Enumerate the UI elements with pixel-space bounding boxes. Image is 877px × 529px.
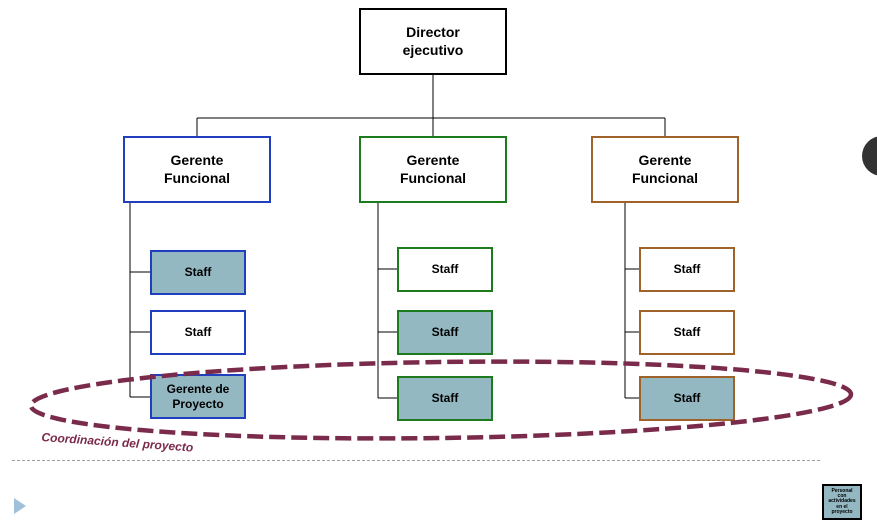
staff-label: Staff — [431, 325, 459, 339]
staff-box: Staff — [397, 247, 493, 292]
coordination-ellipse-shape — [28, 359, 854, 441]
slide-marker-circle — [862, 136, 877, 176]
manager-label: Gerente Funcional — [399, 152, 467, 186]
footer-divider — [12, 460, 820, 461]
manager-label: Gerente Funcional — [631, 152, 699, 186]
staff-box: Staff — [150, 310, 246, 355]
project-manager-box: Gerente de Proyecto — [150, 374, 246, 419]
director-box: Director ejecutivo — [359, 8, 507, 75]
legend-label: Personal con actividades en el proyecto — [828, 487, 856, 515]
manager-box-1: Gerente Funcional — [123, 136, 271, 203]
staff-label: Staff — [184, 265, 212, 279]
staff-box: Staff — [639, 247, 735, 292]
legend-box: Personal con actividades en el proyecto — [822, 484, 862, 520]
staff-box: Staff — [397, 310, 493, 355]
director-label: Director ejecutivo — [402, 24, 464, 58]
staff-label: Staff — [673, 325, 701, 339]
staff-label: Staff — [431, 262, 459, 276]
staff-label: Staff — [673, 391, 701, 405]
staff-box: Staff — [397, 376, 493, 421]
manager-label: Gerente Funcional — [163, 152, 231, 186]
staff-label: Gerente de Proyecto — [166, 381, 230, 411]
manager-box-2: Gerente Funcional — [359, 136, 507, 203]
staff-label: Staff — [431, 391, 459, 405]
play-icon[interactable] — [14, 498, 26, 514]
manager-box-3: Gerente Funcional — [591, 136, 739, 203]
staff-label: Staff — [184, 325, 212, 339]
staff-box: Staff — [639, 376, 735, 421]
staff-box: Staff — [150, 250, 246, 295]
staff-label: Staff — [673, 262, 701, 276]
staff-box: Staff — [639, 310, 735, 355]
